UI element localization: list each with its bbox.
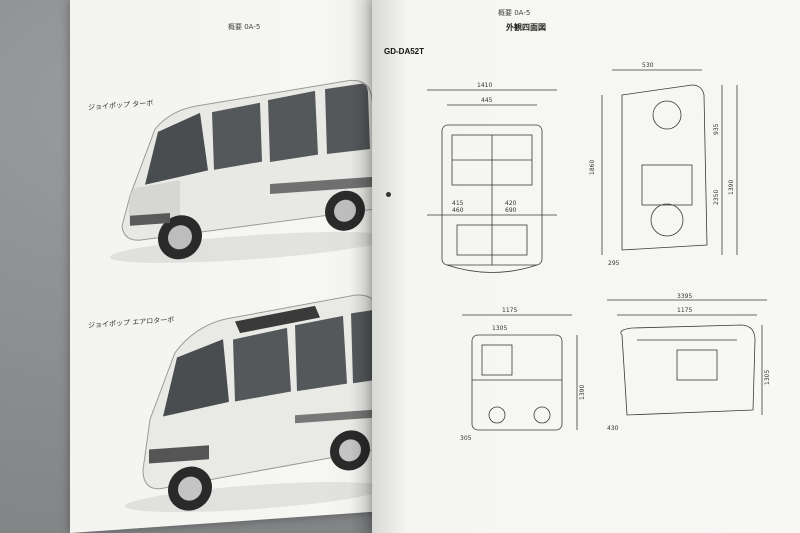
van-photo-aero-turbo — [125, 294, 391, 513]
diagram-top-view: 1410 445 460 690 415 420 — [427, 82, 557, 273]
right-page: 概要 0A-5 外観四面図 GD-DA52T 1410 445 460 690 … — [372, 0, 800, 533]
left-page-header: 概要 0A-5 — [228, 23, 261, 31]
dim-front-3: 305 — [460, 435, 472, 442]
dim-rear-3: 430 — [607, 425, 619, 432]
van-photo-turbo — [110, 79, 390, 263]
page-header: 概要 0A-5 — [498, 9, 531, 17]
dim-side-3: 2350 — [713, 190, 720, 205]
dim-front-0: 1175 — [502, 307, 517, 314]
dim-top-4: 415 — [452, 200, 464, 207]
dim-side-2: 935 — [713, 123, 720, 135]
dim-side-5: 295 — [608, 260, 620, 267]
dim-top-1: 445 — [481, 97, 493, 104]
diagram-side-view: 1860 530 935 2350 1390 295 — [589, 62, 738, 267]
dim-rear-0: 3395 — [677, 293, 692, 300]
dim-front-1: 1305 — [492, 325, 507, 332]
dim-top-5: 420 — [505, 200, 517, 207]
dim-rear-2: 1305 — [764, 370, 771, 385]
binder-hole-right — [386, 192, 391, 197]
dim-top-2: 460 — [452, 207, 464, 214]
dim-top-3: 690 — [505, 207, 517, 214]
diagram-rear-view: 3395 1175 1305 430 — [607, 293, 771, 432]
dim-rear-1: 1175 — [677, 307, 692, 314]
dim-side-1: 530 — [642, 62, 654, 69]
dim-front-2: 1390 — [579, 385, 586, 400]
left-page: ジョイポップ ターボ ジョイポップ エアロターボ — [70, 0, 430, 533]
page-title: 外観四面図 — [506, 23, 546, 32]
dim-side-4: 1390 — [728, 180, 735, 195]
dim-top-0: 1410 — [477, 82, 492, 89]
model-code: GD-DA52T — [384, 47, 425, 56]
diagram-front-view: 1175 1305 1390 305 — [460, 307, 586, 442]
dim-side-0: 1860 — [589, 160, 596, 175]
